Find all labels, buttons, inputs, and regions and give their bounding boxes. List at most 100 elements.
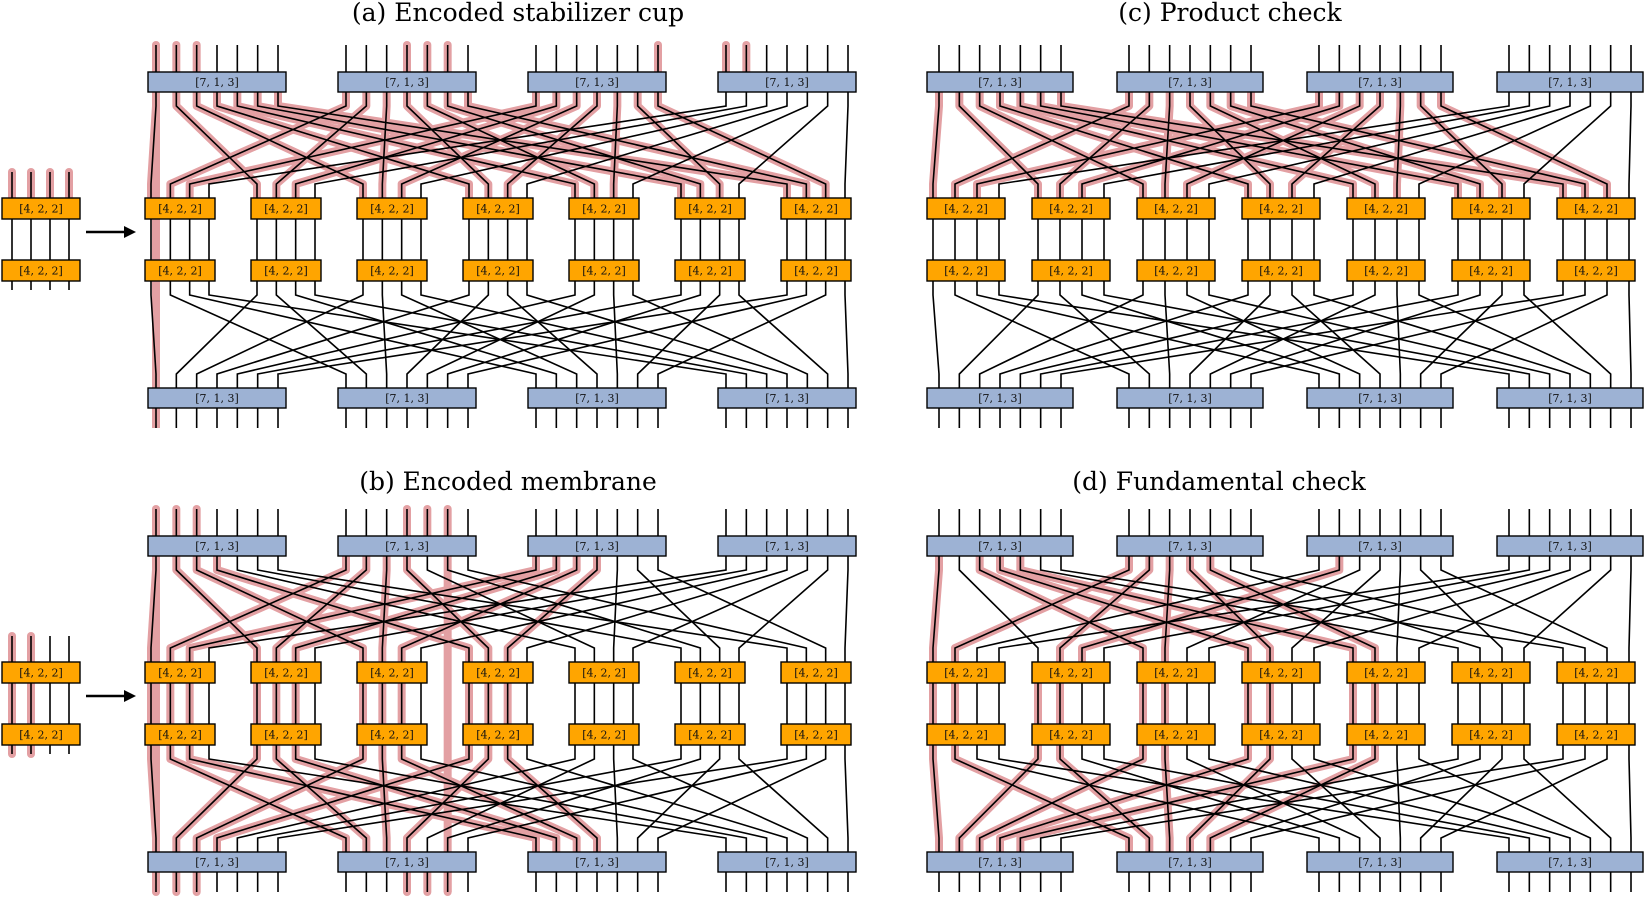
wire-bottom-d-9 [1164,745,1171,852]
inner-block-label: [4, 2, 2] [158,203,202,216]
wire-bottom-b-17 [506,745,598,852]
outer-block-label: [7, 1, 3] [1548,856,1592,869]
wire-bottom-d-12 [1229,745,1481,852]
wire-bottom-b-16 [400,745,578,852]
outer-block-bottom-a-1 [337,387,477,409]
wire-top-d-8 [1059,556,1151,662]
wire-bottom-c-1 [958,281,1039,388]
inner-block-label: [4, 2, 2] [264,203,308,216]
inner-block-top-c-5 [1451,197,1531,220]
wire-top-b-19 [636,556,721,662]
inner-block-top-b-0 [144,661,216,684]
inner-block-bottom-c-6 [1556,259,1636,282]
wire-bottom-d-7 [954,745,1130,852]
inner-block-label: [4, 2, 2] [1469,729,1513,742]
wire-bottom-c-14 [976,281,1320,388]
inner-block-label: [4, 2, 2] [476,667,520,680]
wire-top-d-20 [1440,556,1608,662]
wire-top-a-11 [426,92,596,198]
outer-block-label: [7, 1, 3] [978,76,1022,89]
wire-top-b-26 [738,556,829,662]
wire-top-d-18 [1396,556,1402,662]
wire-top-a-7 [169,92,347,198]
outer-block-bottom-a-0 [147,387,287,409]
wire-bottom-c-24 [1313,281,1571,388]
wire-top-a-15 [294,92,558,198]
wire-top-a-1 [175,92,258,198]
inner-block-label: [4, 2, 2] [582,265,626,278]
wire-top-a-26 [738,92,829,198]
wire-top-d-15 [1081,556,1341,662]
inner-block-label: [4, 2, 2] [264,729,308,742]
outer-block-label: [7, 1, 3] [575,856,619,869]
wire-bottom-d-1 [958,745,1039,852]
wire-bottom-d-4 [1019,745,1354,852]
inner-block-bottom-b-0 [144,723,216,746]
wire-bottom-c-3 [999,281,1249,388]
wire-bottom-c-18 [1396,281,1402,388]
inner-block-label: [4, 2, 2] [158,667,202,680]
wire-top-c-23 [1208,92,1551,198]
wire-top-a-18 [612,92,619,198]
wire-bottom-a-7 [169,281,347,388]
wire-bottom-b-24 [526,745,788,852]
inner-block-bottom-a-5 [674,259,746,282]
wire-bottom-c-13 [1250,281,1586,388]
wire-bottom-b-14 [188,745,537,852]
wire-bottom-b-7 [169,745,347,852]
inner-block-bottom-a-2 [356,259,428,282]
inner-block-label: [4, 2, 2] [1469,265,1513,278]
wire-top-d-23 [1208,556,1551,662]
inner-block-label: [4, 2, 2] [1364,203,1408,216]
inner-block-bottom-c-3 [1241,259,1321,282]
inner-block-bottom-b-3 [462,723,534,746]
inner-block-label: [4, 2, 2] [944,265,988,278]
outer-block-label: [7, 1, 3] [978,540,1022,553]
outer-block-bottom-b-2 [527,851,667,873]
panel-c-title: (c) Product check [1118,0,1342,27]
wire-top-d-26 [1523,556,1612,662]
wire-top-d-22 [1103,556,1531,662]
inner-block-label: [4, 2, 2] [1574,203,1618,216]
outer-block-bottom-b-3 [717,851,857,873]
wire-bottom-d-20 [1440,745,1608,852]
wire-top-a-19 [636,92,721,198]
wire-top-c-15 [1081,92,1341,198]
outer-block-label: [7, 1, 3] [385,856,429,869]
inner-block-label: [4, 2, 2] [1154,265,1198,278]
wire-top-a-4 [236,92,576,198]
inner-block-label: [4, 2, 2] [794,265,838,278]
wire-top-c-0 [932,92,940,198]
inner-block-label: [4, 2, 2] [582,729,626,742]
wire-bottom-c-23 [1208,281,1551,388]
wire-top-d-6 [1060,556,1564,662]
inner-block-bottom-b-5 [674,723,746,746]
wire-bottom-b-11 [426,745,596,852]
inner-block-label: [4, 2, 2] [1574,729,1618,742]
inner-block-label: [4, 2, 2] [1364,265,1408,278]
inner-block-label: [4, 2, 2] [944,667,988,680]
outer-block-bottom-d-2 [1306,851,1454,873]
wire-bottom-d-24 [1313,745,1571,852]
inner-block-top-a-1 [250,197,322,220]
inner-block-label: [4, 2, 2] [688,667,732,680]
wire-top-a-16 [400,92,578,198]
wire-bottom-d-25 [1418,745,1592,852]
inner-block-label: [4, 2, 2] [1049,203,1093,216]
inner-block-bottom-b-4 [568,723,640,746]
inner-block-bottom-c-1 [1031,259,1111,282]
inner-block-top-a-4 [568,197,640,220]
wire-top-d-12 [1229,556,1481,662]
wire-bottom-d-13 [1250,745,1586,852]
inner-block-label: [4, 2, 2] [370,667,414,680]
wire-bottom-c-11 [1209,281,1376,388]
outer-block-label: [7, 1, 3] [765,540,809,553]
inner-block-label: [4, 2, 2] [1259,203,1303,216]
inner-block-top-d-1 [1031,661,1111,684]
wire-bottom-b-18 [612,745,619,852]
wire-top-c-19 [1419,92,1503,198]
wire-top-a-25 [632,92,809,198]
right-arrow-head-icon [124,226,136,238]
wire-bottom-d-11 [1209,745,1376,852]
